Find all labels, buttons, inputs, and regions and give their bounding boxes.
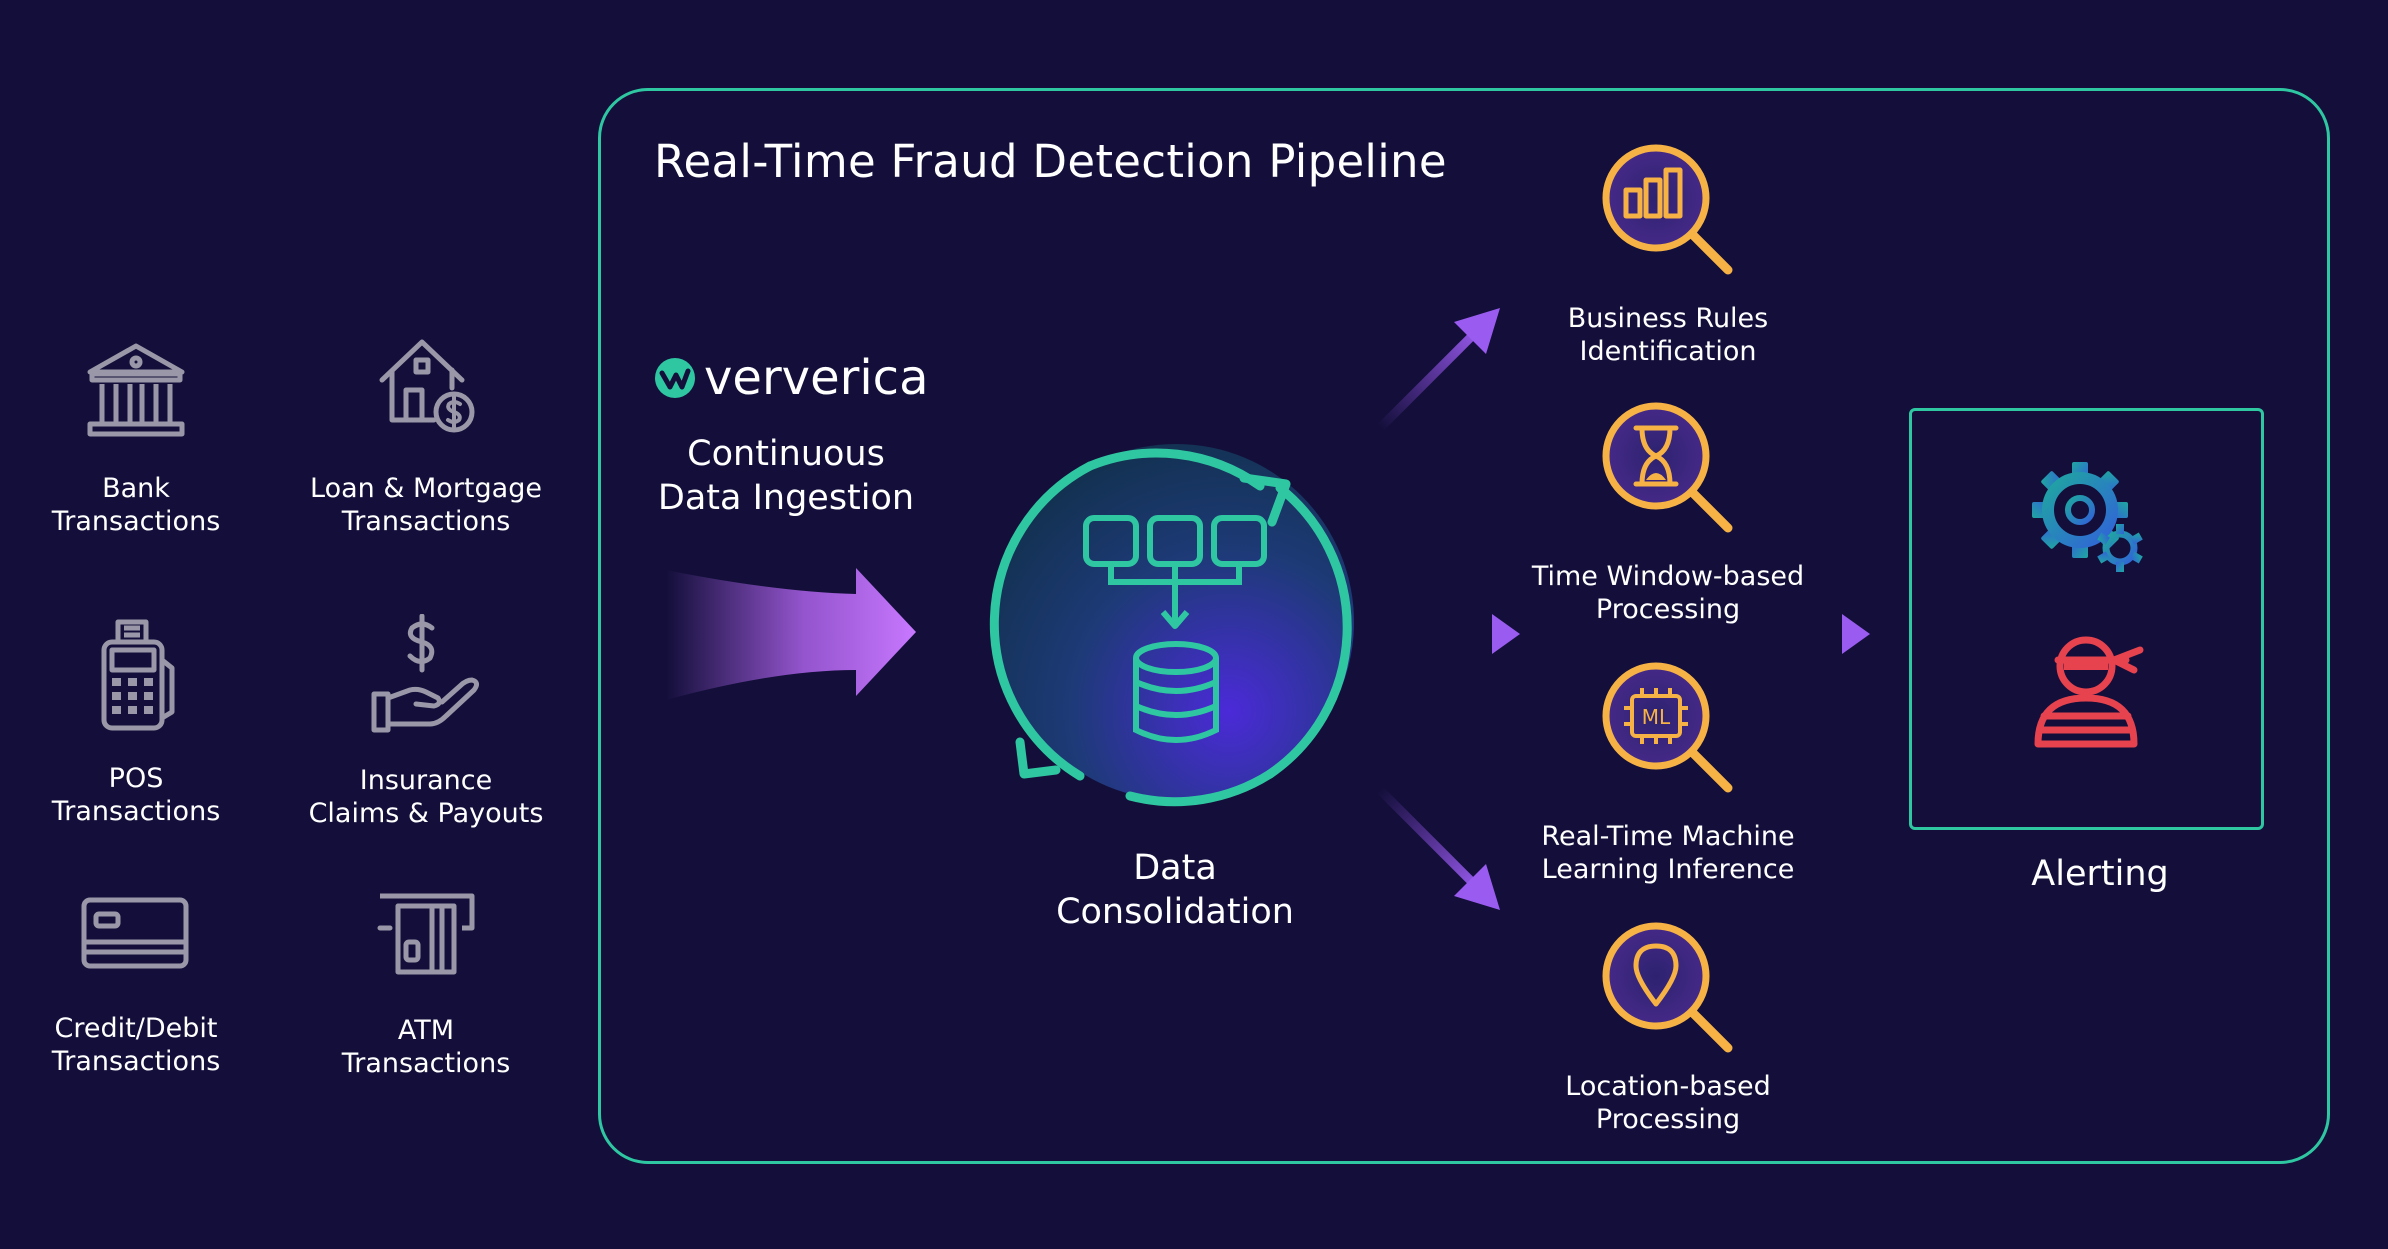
- house-dollar-icon: [376, 332, 480, 436]
- source-label-loan: Loan & Mortgage Transactions: [310, 473, 542, 537]
- location-pin-magnifier-icon: [1600, 920, 1736, 1056]
- source-label-card: Credit/Debit Transactions: [51, 1013, 221, 1077]
- alerting-label: Alerting: [2031, 854, 2169, 894]
- source-label-bank: Bank Transactions: [51, 473, 221, 537]
- arrow-to-ml-icon: [1376, 786, 1506, 916]
- processor-label-time: Time Window-based Processing: [1531, 561, 1805, 625]
- processor-label-ml: Real-Time Machine Learning Inference: [1541, 821, 1795, 885]
- bar-chart-magnifier-icon: [1600, 142, 1736, 278]
- ververica-mark-icon: [654, 357, 696, 399]
- arrow-to-alerting-icon: [1736, 612, 1876, 656]
- hand-dollar-icon: [370, 614, 484, 738]
- gears-icon: [2030, 460, 2146, 576]
- consolidation-label: Data Consolidation: [1056, 848, 1294, 932]
- hourglass-magnifier-icon: [1600, 400, 1736, 536]
- source-label-pos: POS Transactions: [51, 763, 221, 827]
- atm-icon: [376, 892, 476, 976]
- processor-label-rules: Business Rules Identification: [1567, 303, 1769, 367]
- bank-icon: [84, 338, 188, 442]
- alerting-box: [1909, 408, 2264, 830]
- ml-chip-magnifier-icon: ML: [1600, 660, 1736, 796]
- ingestion-arrow-icon: [666, 560, 926, 710]
- ml-chip-text: ML: [1642, 705, 1671, 729]
- pipeline-container: [598, 88, 2330, 1164]
- masked-thief-icon: [2030, 632, 2146, 752]
- source-label-atm: ATM Transactions: [341, 1015, 511, 1079]
- pipeline-title: Real-Time Fraud Detection Pipeline: [654, 135, 1447, 188]
- database-icon: [1133, 641, 1219, 743]
- arrow-to-time-icon: [1386, 612, 1526, 656]
- ingestion-label: Continuous Data Ingestion: [657, 434, 915, 518]
- data-consolidation-hub: [980, 426, 1380, 826]
- pos-terminal-icon: [98, 616, 178, 734]
- source-label-insurance: Insurance Claims & Payouts: [308, 765, 544, 829]
- credit-card-icon: [80, 896, 190, 970]
- data-blocks-icon: [1083, 515, 1267, 629]
- processor-label-location: Location-based Processing: [1565, 1071, 1771, 1135]
- arrow-to-rules-icon: [1376, 304, 1506, 434]
- ververica-logo: ververica: [654, 350, 928, 406]
- brand-name: ververica: [704, 350, 929, 406]
